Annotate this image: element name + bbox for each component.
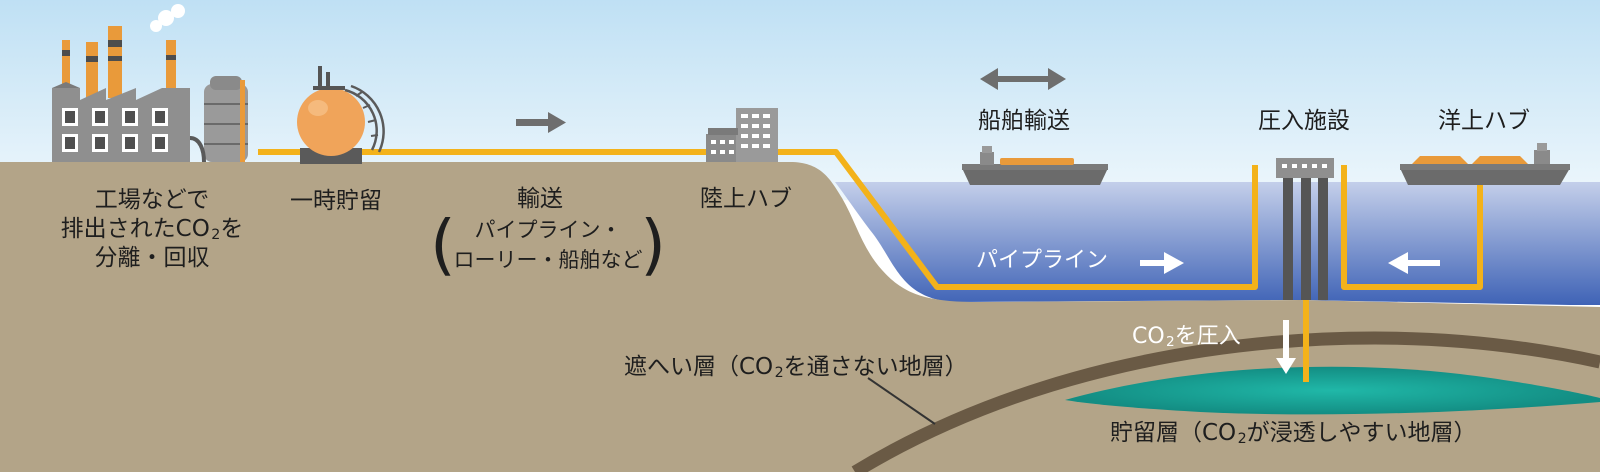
pipeline-right-arrow-icon	[1140, 252, 1184, 274]
transport-label: 輸送	[517, 186, 563, 212]
transport-sub-line2: ローリー・船舶など	[453, 248, 643, 272]
factory-label-line1: 工場などで	[94, 187, 210, 213]
left-paren: (	[430, 206, 456, 283]
factory-label: 工場などで 排出されたCO2を 分離・回収	[32, 186, 272, 272]
temp-storage-label: 一時貯留	[290, 188, 382, 214]
co2-inject-label: CO2を圧入	[1132, 324, 1241, 350]
caprock-leader-line	[867, 377, 936, 425]
offshore-left-arrow-icon	[1388, 252, 1440, 274]
transport-ship-icon	[962, 146, 1108, 185]
injection-facility-label: 圧入施設	[1258, 108, 1350, 134]
factory-icon	[52, 4, 248, 163]
pipeline-offshore	[1341, 165, 1483, 290]
land-hub-label: 陸上ハブ	[700, 186, 792, 212]
caprock-label-post: を通さない地層）	[783, 354, 968, 380]
offshore-hub-label: 洋上ハブ	[1438, 108, 1530, 134]
caprock-label-pre: 遮へい層（CO	[624, 354, 774, 380]
reservoir-label-sub: 2	[1237, 431, 1247, 448]
co2-inject-sub: 2	[1166, 334, 1175, 350]
injection-down-arrow-icon	[1276, 320, 1296, 374]
reservoir-label: 貯留層（CO2が浸透しやすい地層）	[1110, 420, 1476, 448]
offshore-hub-ship-icon	[1400, 143, 1570, 185]
double-arrow-icon	[980, 68, 1066, 90]
factory-label-co2: 排出されたCO	[60, 215, 210, 242]
injection-platform-icon	[1276, 158, 1334, 300]
right-paren: )	[640, 206, 666, 283]
ship-transport-label: 船舶輸送	[978, 108, 1070, 134]
reservoir-label-post: が浸透しやすい地層）	[1246, 420, 1477, 446]
caprock-label-sub: 2	[774, 365, 784, 382]
land-hub-building-icon	[706, 108, 778, 162]
co2-inject-co2: CO	[1132, 324, 1165, 349]
factory-label-line3: 分離・回収	[94, 244, 210, 271]
caprock-label: 遮へい層（CO2を通さない地層）	[624, 354, 968, 382]
transport-arrow-icon	[516, 112, 566, 133]
pipeline-main	[258, 149, 1258, 290]
co2-inject-post: を圧入	[1174, 324, 1241, 349]
transport-sub-line1: パイプライン・	[474, 218, 622, 242]
reservoir-layer	[1065, 366, 1600, 415]
pipeline-label: パイプライン	[976, 248, 1109, 273]
reservoir-label-pre: 貯留層（CO	[1110, 420, 1237, 446]
factory-label-line2: 排出されたCO2を	[32, 215, 272, 244]
factory-label-sub: 2	[211, 226, 221, 243]
transport-sub-group: ( ) パイプライン・ ローリー・船舶など	[430, 206, 666, 283]
factory-label-particle: を	[220, 215, 244, 242]
sea	[835, 182, 1600, 305]
storage-tank-icon	[297, 66, 385, 164]
